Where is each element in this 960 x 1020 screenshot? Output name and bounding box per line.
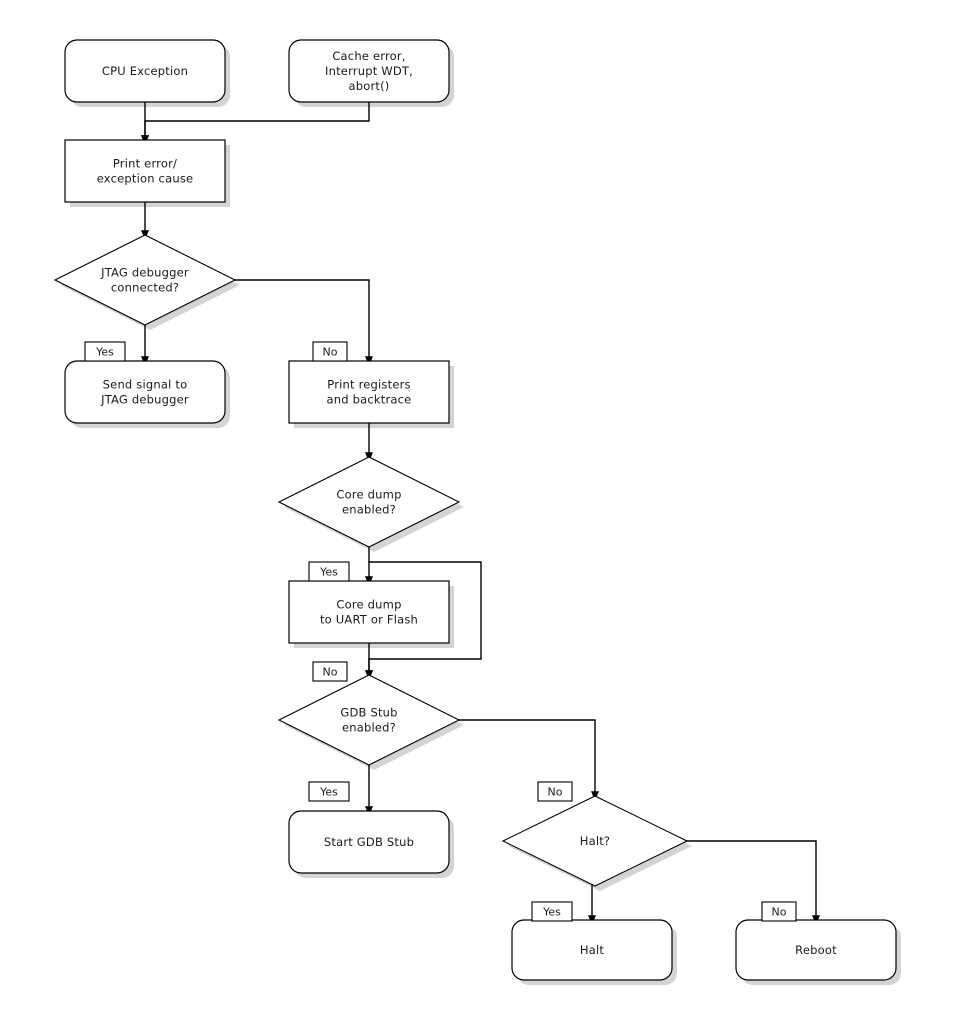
- node-label-line: to UART or Flash: [320, 613, 418, 627]
- node-label-line: Halt?: [580, 834, 611, 848]
- node-label-line: and backtrace: [327, 393, 412, 407]
- node-label-line: JTAG debugger: [100, 393, 189, 407]
- edge-label-box: [308, 781, 350, 802]
- edge-label-box: [308, 561, 350, 582]
- node-print-error[interactable]: Print error/exception cause: [64, 139, 226, 203]
- node-label-line: Core dump: [336, 598, 401, 612]
- node-label-line: JTAG debugger: [100, 266, 189, 280]
- node-rounded-shape: [64, 39, 226, 103]
- edge-label-text: No: [548, 786, 563, 799]
- edge-label-lbl-jtag-yes: Yes: [84, 341, 126, 362]
- node-halt-question[interactable]: Halt?: [501, 795, 689, 887]
- edge-label-box: [537, 781, 573, 802]
- edge-label-box: [312, 341, 348, 362]
- node-reboot[interactable]: Reboot: [735, 919, 897, 981]
- node-label-line: exception cause: [97, 172, 194, 186]
- node-label-line: Print registers: [327, 378, 410, 392]
- edge-label-box: [761, 901, 797, 922]
- edge-label-lbl-gdb-no: No: [537, 781, 573, 802]
- edge-label-text: Yes: [95, 346, 114, 359]
- node-label-line: Interrupt WDT,: [325, 64, 413, 78]
- node-rounded-shape: [511, 919, 673, 981]
- node-label-line: Cache error,: [332, 49, 405, 63]
- edge-label-text: No: [323, 666, 338, 679]
- node-rect-shape: [288, 580, 450, 644]
- node-rounded-shape: [288, 39, 450, 103]
- node-label-line: Reboot: [795, 943, 837, 957]
- node-rect-shape: [64, 139, 226, 203]
- edge-label-text: Yes: [319, 566, 338, 579]
- node-label-line: CPU Exception: [102, 64, 188, 78]
- edge-e-jtag-no: [234, 279, 373, 366]
- node-rounded-shape: [288, 810, 450, 874]
- node-label-line: GDB Stub: [340, 706, 397, 720]
- edge-label-text: Yes: [319, 786, 338, 799]
- edge-label-lbl-gdb-yes: Yes: [308, 781, 350, 802]
- node-label-line: Halt: [580, 943, 604, 957]
- edge-label-text: No: [323, 346, 338, 359]
- node-diamond-shape: [277, 674, 461, 766]
- node-diamond-shape: [501, 795, 689, 887]
- edge-label-text: No: [772, 906, 787, 919]
- node-diamond-shape: [277, 456, 461, 548]
- node-halt[interactable]: Halt: [511, 919, 673, 981]
- edge-label-box: [84, 341, 126, 362]
- node-start-gdb-stub[interactable]: Start GDB Stub: [288, 810, 450, 874]
- node-label-line: connected?: [111, 281, 179, 295]
- node-rounded-shape: [64, 360, 226, 424]
- node-cache-error[interactable]: Cache error,Interrupt WDT,abort(): [288, 39, 450, 103]
- edge-label-lbl-jtag-no: No: [312, 341, 348, 362]
- node-rect-shape: [288, 360, 450, 424]
- edge-label-lbl-coredump-yes: Yes: [308, 561, 350, 582]
- node-label-line: Print error/: [113, 157, 177, 171]
- edge-label-box: [312, 661, 348, 682]
- node-label-line: Start GDB Stub: [324, 835, 414, 849]
- edge-e-cache-to-print: [141, 101, 370, 145]
- edge-label-lbl-halt-no: No: [761, 901, 797, 922]
- edge-label-lbl-coredump-no: No: [312, 661, 348, 682]
- node-diamond-shape: [53, 234, 237, 326]
- node-label-line: abort(): [349, 79, 390, 93]
- node-label-line: Core dump: [336, 488, 401, 502]
- edge-layer: [141, 101, 820, 925]
- edge-e-gdb-no: [458, 719, 599, 801]
- edge-label-lbl-halt-yes: Yes: [531, 901, 573, 922]
- node-label-line: enabled?: [342, 721, 396, 735]
- edge-label-text: Yes: [542, 906, 561, 919]
- edge-e-halt-no: [686, 840, 820, 925]
- node-rounded-shape: [735, 919, 897, 981]
- node-label-line: Send signal to: [103, 378, 188, 392]
- node-label-line: enabled?: [342, 503, 396, 517]
- node-cpu-exception[interactable]: CPU Exception: [64, 39, 226, 103]
- edge-label-box: [531, 901, 573, 922]
